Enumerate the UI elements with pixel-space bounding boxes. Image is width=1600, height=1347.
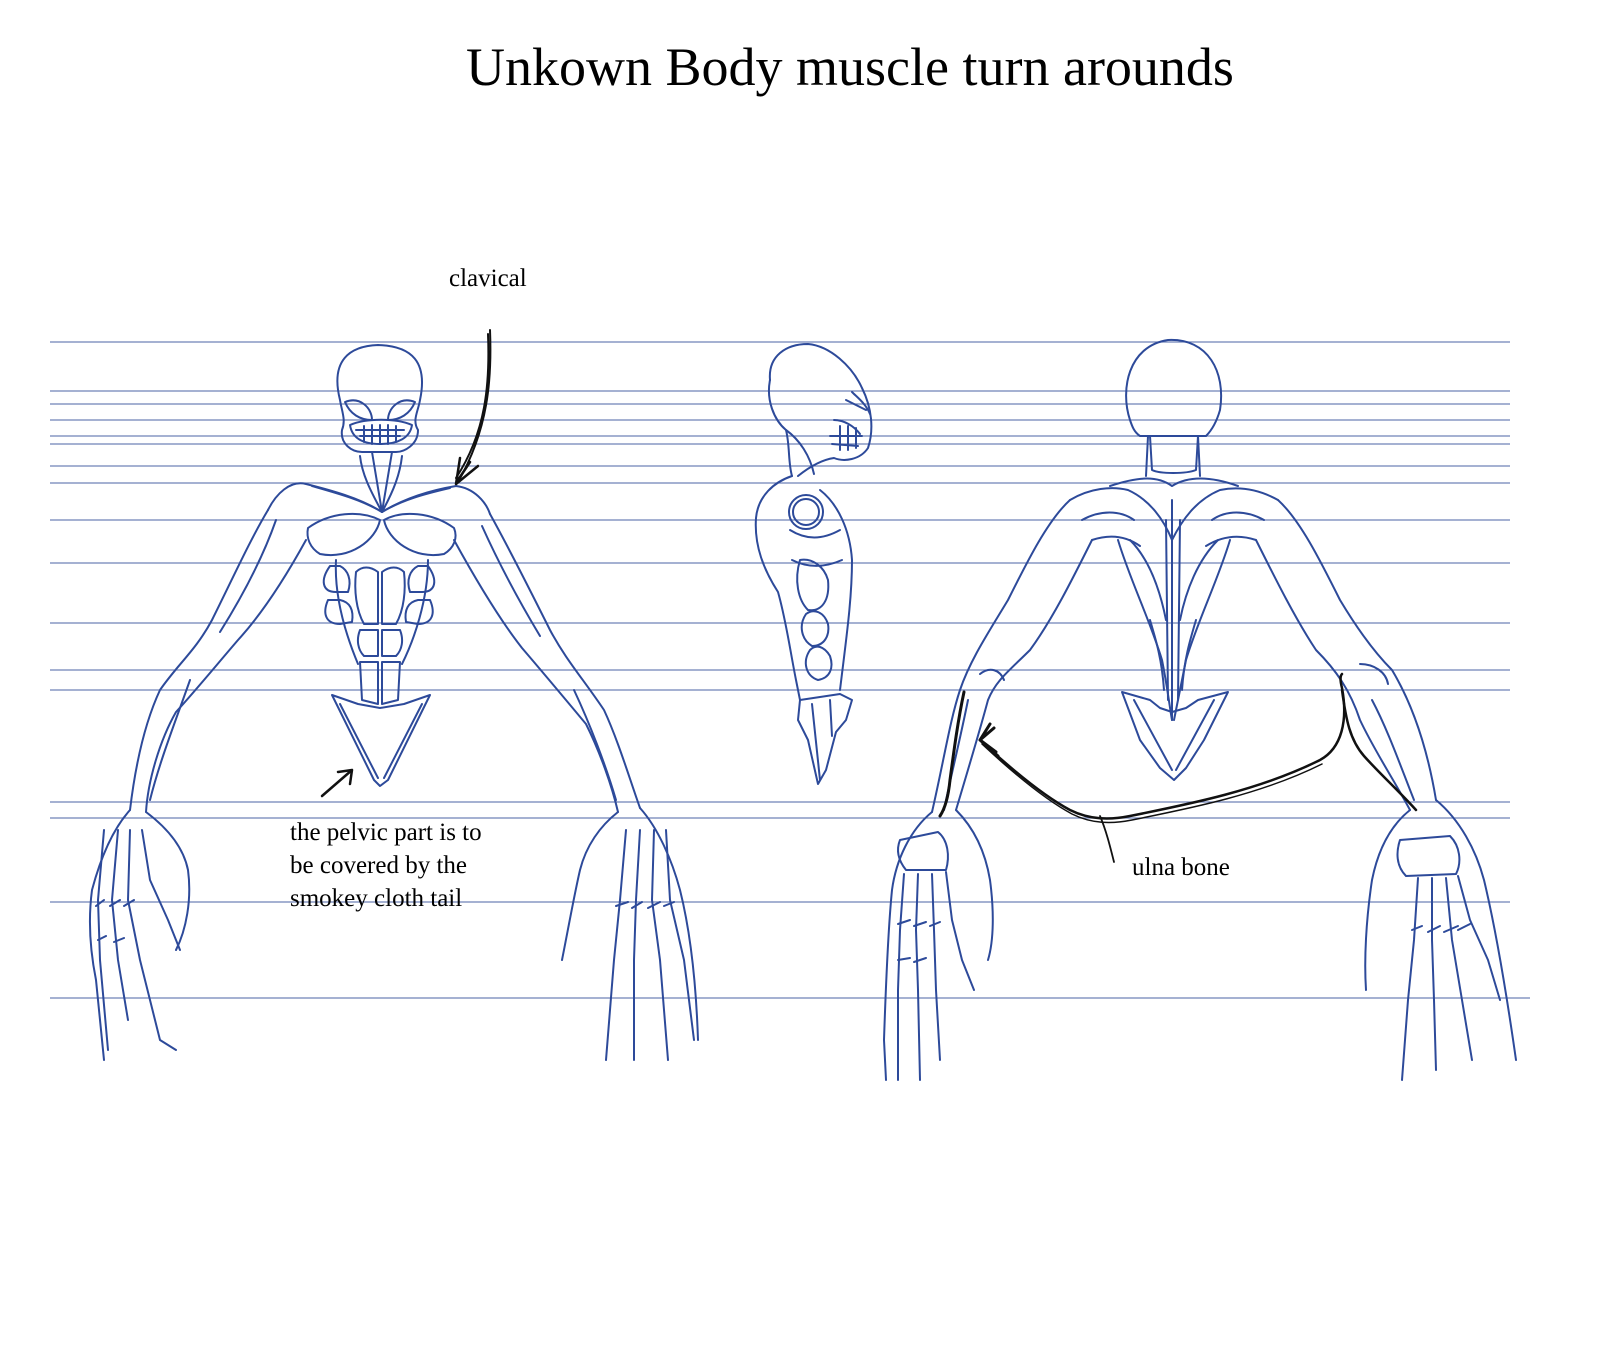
- back-view-figure: [883, 338, 1517, 1081]
- clavical-arrow: [455, 329, 492, 483]
- side-view-figure: [754, 343, 873, 785]
- annotation-marks: [320, 329, 1418, 863]
- pelvic-note-line-3: smokey cloth tail: [290, 885, 463, 912]
- ulna-bracket: [938, 690, 966, 818]
- pelvic-note-line-2: be covered by the: [290, 852, 468, 879]
- pelvic-arrow: [320, 768, 354, 798]
- guide-lines: [50, 341, 1530, 999]
- clavical-label: clavical: [449, 265, 527, 292]
- page-title: Unkown Body muscle turn arounds: [466, 37, 1234, 97]
- front-view-figure: [88, 344, 699, 1061]
- ulna-bone-label: ulna bone: [1132, 854, 1230, 881]
- pelvic-note-line-1: the pelvic part is to: [290, 819, 482, 846]
